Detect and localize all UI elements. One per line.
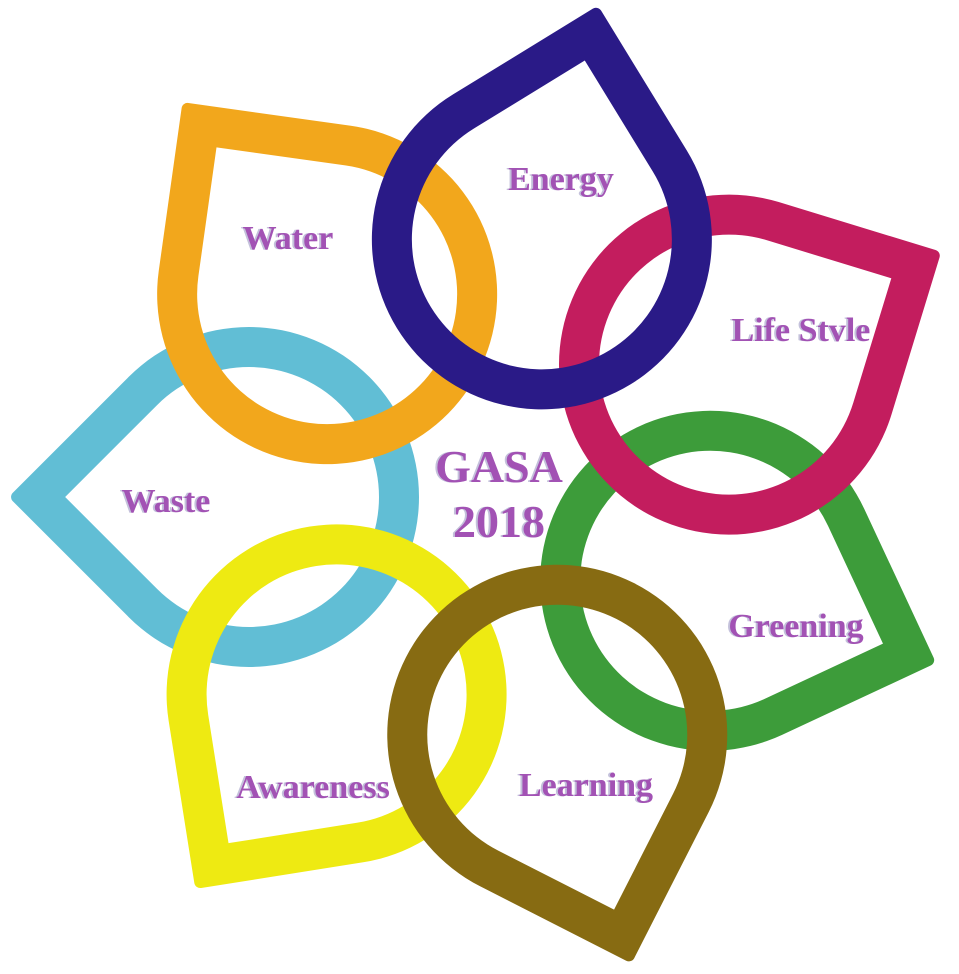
petal-shape-energy [308,5,776,474]
